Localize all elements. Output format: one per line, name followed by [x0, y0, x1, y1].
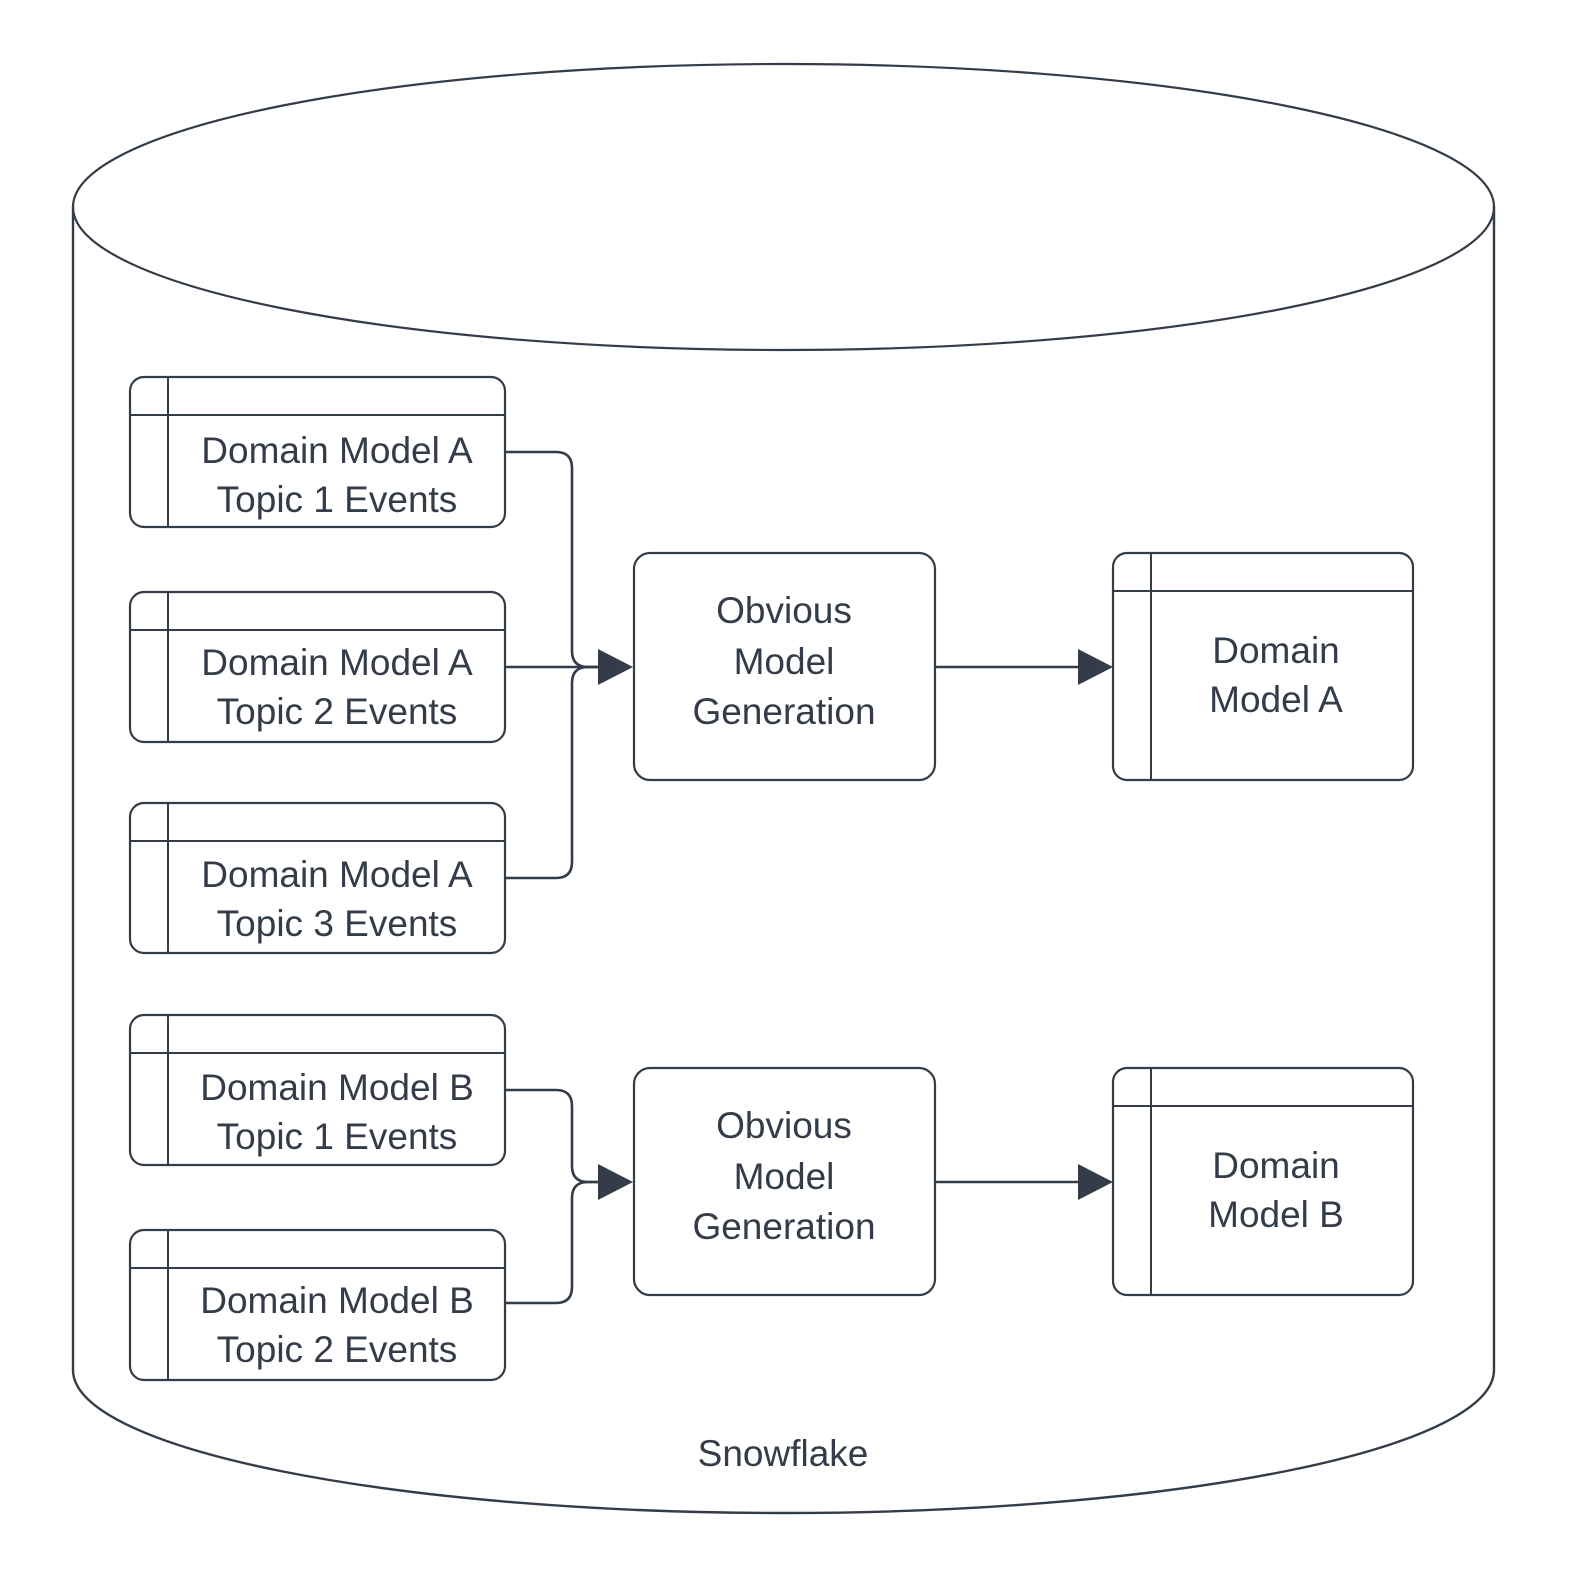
group-a-connectors — [505, 450, 633, 880]
table-label-line2: Topic 2 Events — [217, 1329, 458, 1370]
process-label-line3: Generation — [692, 1206, 875, 1247]
table-label-line1: Domain — [1212, 630, 1340, 671]
arrowhead-to-omg-a — [598, 649, 633, 685]
cylinder-label: Snowflake — [698, 1433, 869, 1474]
table-node-a-topic-2[interactable]: Domain Model A Topic 2 Events — [128, 590, 507, 744]
table-label-line1: Domain Model B — [200, 1067, 474, 1108]
snowflake-cylinder-container — [71, 62, 1496, 1515]
connector-omg-a-to-model-a — [935, 649, 1113, 685]
table-node-b-topic-1[interactable]: Domain Model B Topic 1 Events — [128, 1013, 507, 1167]
table-label-line2: Topic 1 Events — [217, 1116, 458, 1157]
table-label-line2: Topic 1 Events — [217, 479, 458, 520]
table-label-line1: Domain Model A — [201, 430, 473, 471]
table-node-a-topic-1[interactable]: Domain Model A Topic 1 Events — [128, 375, 507, 529]
table-label-line1: Domain Model B — [200, 1280, 474, 1321]
process-label-line1: Obvious — [716, 1105, 852, 1146]
cylinder-bottom-arc — [71, 1368, 1496, 1515]
table-label-line1: Domain Model A — [201, 642, 473, 683]
connector-a-topic-3 — [505, 665, 620, 880]
connector-omg-b-to-model-b — [935, 1164, 1113, 1200]
table-outline — [1111, 551, 1415, 782]
table-node-a-topic-3[interactable]: Domain Model A Topic 3 Events — [128, 801, 507, 955]
table-label-line1: Domain — [1212, 1145, 1340, 1186]
table-label-line2: Model A — [1209, 679, 1343, 720]
table-node-domain-model-a[interactable]: Domain Model A — [1111, 551, 1415, 782]
table-label-line2: Topic 3 Events — [217, 903, 458, 944]
table-outline — [1111, 1066, 1415, 1297]
table-label-line2: Topic 2 Events — [217, 691, 458, 732]
cylinder-top-ellipse — [71, 62, 1496, 352]
process-label-line3: Generation — [692, 691, 875, 732]
process-label-line1: Obvious — [716, 590, 852, 631]
connector-a-topic-1 — [505, 450, 620, 669]
process-label-line2: Model — [734, 1156, 835, 1197]
process-node-omg-b[interactable]: Obvious Model Generation — [632, 1066, 937, 1297]
table-node-domain-model-b[interactable]: Domain Model B — [1111, 1066, 1415, 1297]
process-label-line2: Model — [734, 641, 835, 682]
arrowhead-to-omg-b — [598, 1164, 633, 1200]
process-node-omg-a[interactable]: Obvious Model Generation — [632, 551, 937, 782]
table-node-b-topic-2[interactable]: Domain Model B Topic 2 Events — [128, 1228, 507, 1382]
group-b-connectors — [505, 1088, 633, 1305]
connector-b-topic-1 — [505, 1088, 620, 1184]
arrowhead-to-domain-model-a — [1078, 649, 1113, 685]
connector-b-topic-2 — [505, 1180, 620, 1305]
arrowhead-to-domain-model-b — [1078, 1164, 1113, 1200]
table-label-line1: Domain Model A — [201, 854, 473, 895]
table-label-line2: Model B — [1208, 1194, 1344, 1235]
